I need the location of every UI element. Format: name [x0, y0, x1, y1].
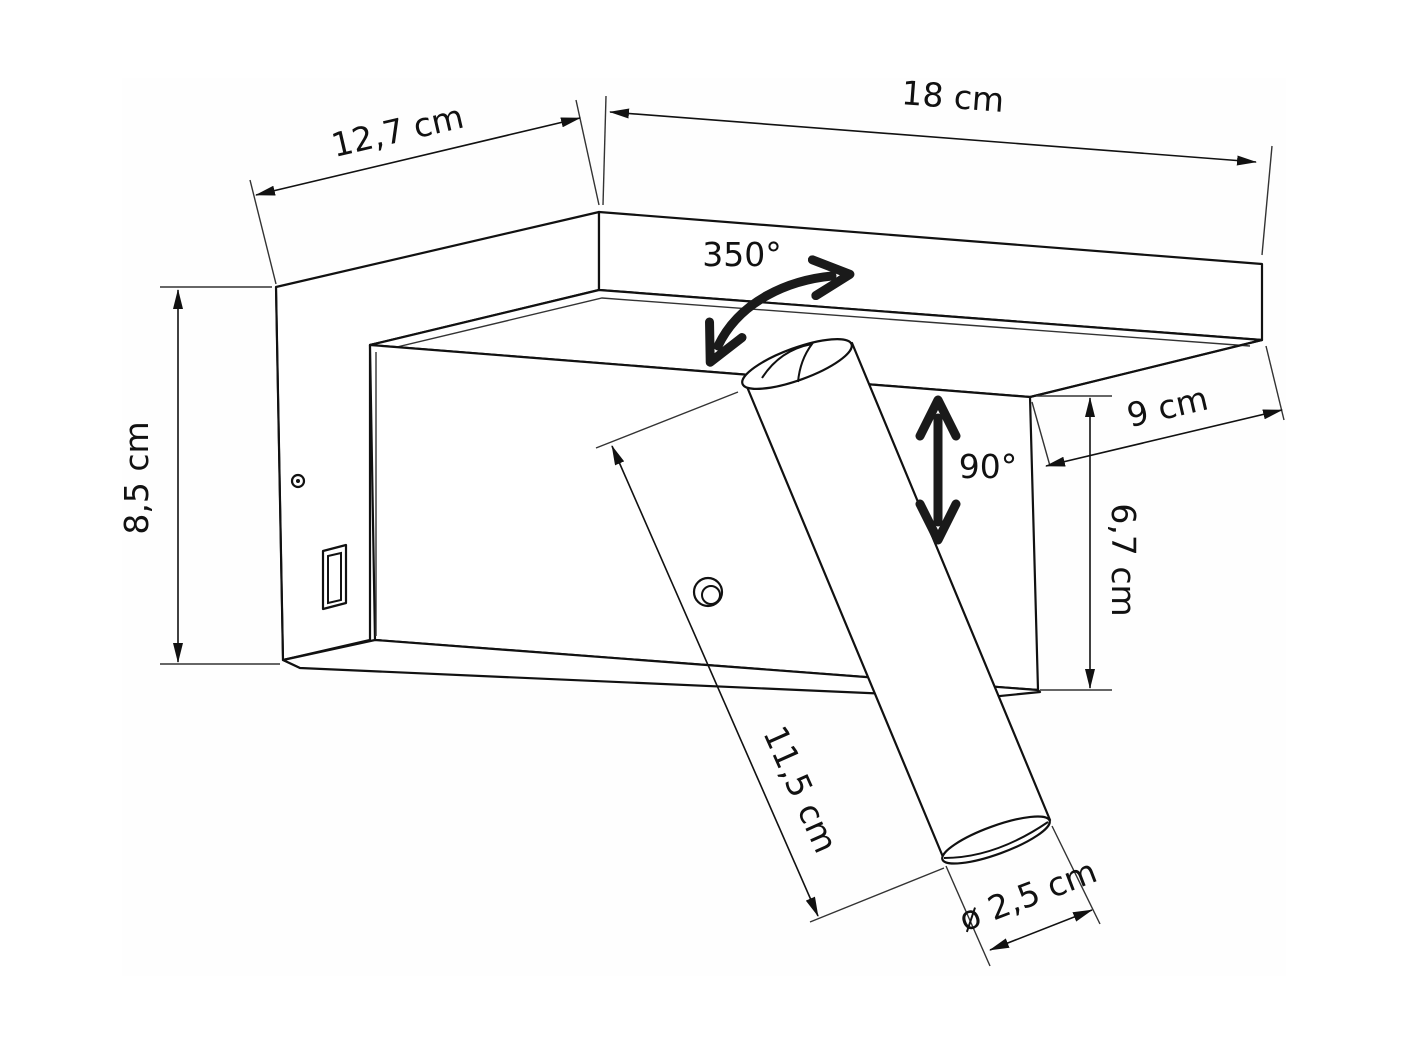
label-arm-length: 11,5 cm [755, 720, 845, 859]
round-switch-icon [692, 576, 724, 608]
dimension-height: 8,5 cm [117, 286, 280, 665]
label-front-height: 6,7 cm [1104, 503, 1143, 616]
label-shelf-depth: 9 cm [1123, 379, 1211, 435]
vertical-double-arrow-icon: 90° [915, 395, 1018, 545]
label-depth: 12,7 cm [328, 97, 468, 165]
label-tilt: 90° [959, 447, 1018, 486]
curved-double-arrow-icon: 350° [702, 235, 855, 367]
screw-hole-icon [290, 473, 306, 489]
label-width: 18 cm [900, 73, 1005, 120]
label-height: 8,5 cm [117, 421, 156, 534]
label-diameter: ø 2,5 cm [954, 851, 1102, 939]
label-rotation: 350° [702, 235, 782, 274]
usb-port-icon [321, 543, 348, 611]
dimension-width: 18 cm [602, 73, 1273, 256]
dimension-front-height: 6,7 cm [1036, 395, 1143, 691]
